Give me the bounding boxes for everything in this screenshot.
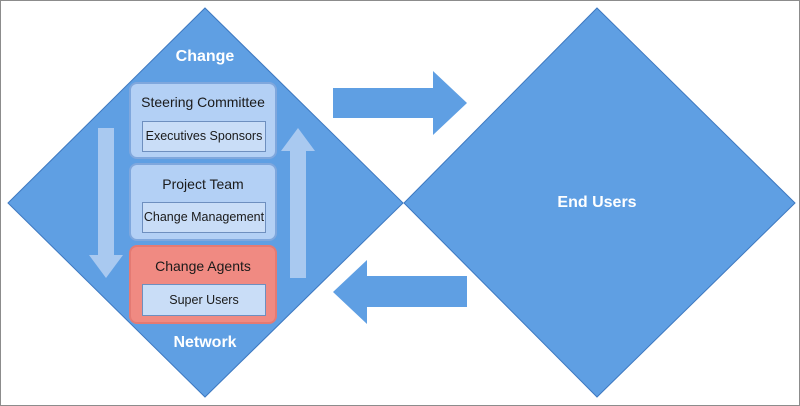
- end-users-label: End Users: [557, 194, 637, 211]
- project-team-title: Project Team: [162, 176, 244, 192]
- super-users-box: Super Users: [142, 284, 266, 316]
- end-users-diamond: [403, 7, 796, 398]
- arrow-to-end-users: [333, 71, 467, 135]
- network-label: Network: [173, 334, 237, 351]
- change-agents-box: Change Agents Super Users: [129, 245, 277, 324]
- arrow-from-end-users: [333, 260, 467, 324]
- down-arrow: [89, 128, 123, 278]
- up-arrow: [281, 128, 315, 278]
- steering-committee-box: Steering Committee Executives Sponsors: [129, 82, 277, 159]
- executives-sponsors-box: Executives Sponsors: [142, 121, 266, 152]
- change-agents-title: Change Agents: [155, 258, 251, 274]
- project-team-box: Project Team Change Management: [129, 163, 277, 241]
- change-management-box: Change Management: [142, 202, 266, 233]
- steering-committee-title: Steering Committee: [141, 94, 265, 110]
- change-label: Change: [175, 48, 235, 65]
